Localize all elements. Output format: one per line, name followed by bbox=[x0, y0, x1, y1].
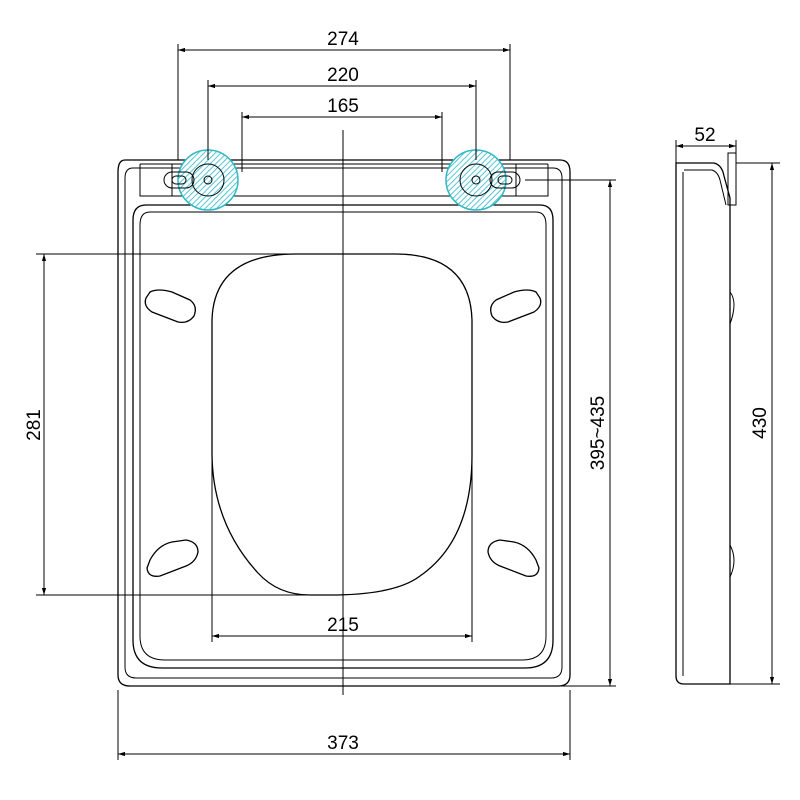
lid-inner-outline-offset bbox=[139, 211, 547, 661]
dimension-215: 215 bbox=[211, 430, 473, 642]
slot-top-left bbox=[144, 289, 196, 324]
side-bump-top bbox=[729, 291, 735, 325]
dimension-label-215: 215 bbox=[327, 615, 359, 636]
slot-bottom-left bbox=[146, 539, 199, 577]
side-bump-bottom bbox=[729, 544, 735, 578]
hinge-block-left bbox=[139, 164, 173, 197]
dimension-220: 220 bbox=[207, 65, 477, 160]
side-profile-inner bbox=[684, 169, 727, 206]
hinge-left bbox=[163, 149, 239, 211]
hinge-right bbox=[445, 149, 521, 211]
dimension-label-281: 281 bbox=[24, 409, 45, 441]
dimension-274: 274 bbox=[177, 29, 511, 160]
lid-inner-outline bbox=[132, 204, 554, 669]
side-view: 52 430 bbox=[675, 125, 780, 685]
dimension-label-395-435: 395~435 bbox=[588, 396, 609, 471]
seat-outer-outline bbox=[117, 159, 571, 687]
slot-bottom-right bbox=[487, 539, 540, 577]
dimension-label-274: 274 bbox=[327, 29, 359, 50]
dimension-395-435: 395~435 bbox=[525, 179, 616, 687]
dimension-label-220: 220 bbox=[327, 65, 359, 86]
slot-top-right bbox=[490, 289, 542, 324]
seat-opening bbox=[211, 253, 473, 596]
side-profile bbox=[675, 162, 731, 685]
dimension-430: 430 bbox=[730, 162, 780, 685]
dimension-281: 281 bbox=[24, 253, 312, 596]
dimension-label-165: 165 bbox=[327, 96, 359, 117]
front-view: 274 220 165 281 215 bbox=[24, 29, 616, 760]
dimension-165: 165 bbox=[241, 96, 443, 172]
dimension-52: 52 bbox=[675, 125, 737, 163]
seat-outer-outline-inner bbox=[124, 167, 563, 679]
side-hinge-plate bbox=[727, 152, 737, 206]
dimension-label-430: 430 bbox=[750, 407, 771, 439]
dimension-label-373: 373 bbox=[327, 733, 359, 754]
dimension-label-52: 52 bbox=[694, 125, 715, 146]
dimension-373: 373 bbox=[117, 690, 571, 760]
